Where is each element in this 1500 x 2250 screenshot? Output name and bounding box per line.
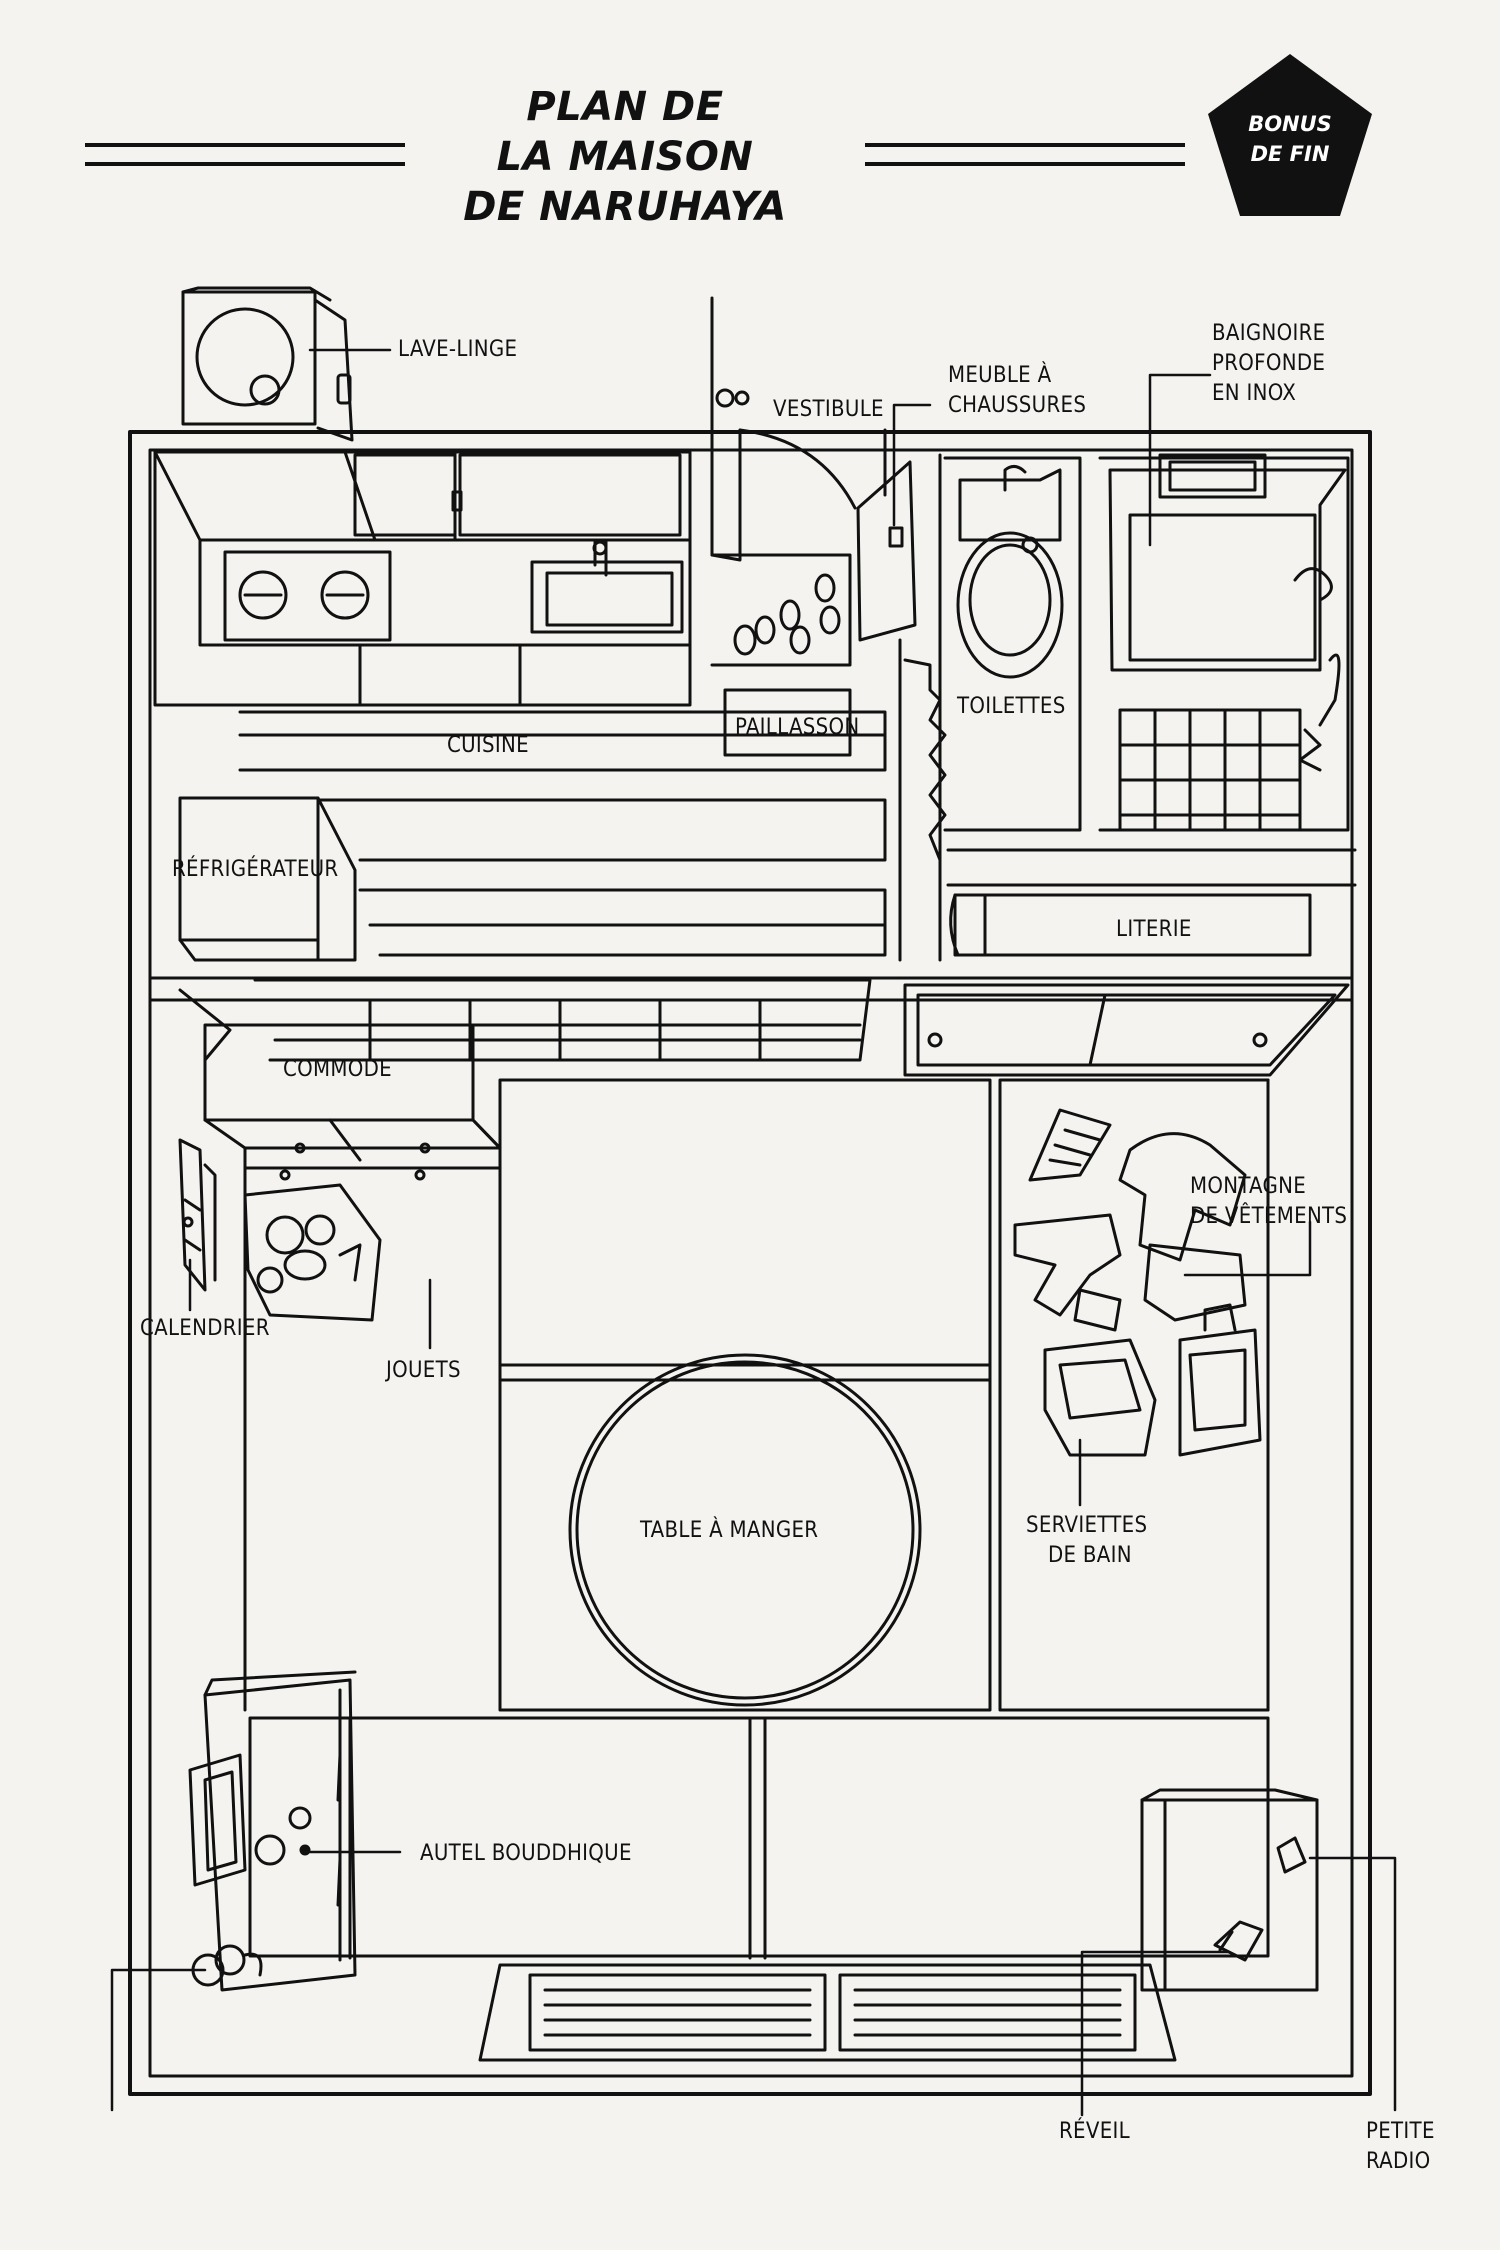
label-literie: LITERIE	[1116, 917, 1192, 942]
title-rule-left-top	[85, 143, 405, 147]
label-serviettes-line-2: DE BAIN	[1048, 1543, 1132, 1568]
label-table-a-manger: TABLE À MANGER	[640, 1518, 819, 1543]
bath-towels	[1043, 1303, 1262, 1457]
bottom-windows	[478, 1963, 1177, 2062]
bathroom	[1098, 453, 1350, 832]
label-calendrier: CALENDRIER	[140, 1316, 270, 1341]
page-title: PLAN DE LA MAISON DE NARUHAYA	[430, 82, 820, 232]
label-jouets: JOUETS	[386, 1358, 461, 1383]
label-baignoire-line-3: EN INOX	[1212, 381, 1297, 406]
bonus-badge: BONUS DE FIN	[1200, 48, 1380, 228]
label-petite-radio-line-2: RADIO	[1366, 2149, 1431, 2174]
label-baignoire-line-2: PROFONDE	[1212, 351, 1326, 376]
kitchen-floor	[238, 710, 887, 957]
toilet-room	[943, 456, 1082, 832]
refrigerator	[178, 796, 357, 962]
entrance	[710, 296, 857, 757]
label-petite-radio-line-1: PETITE	[1366, 2119, 1435, 2144]
label-refrigerateur: RÉFRIGÉRATEUR	[172, 857, 339, 882]
title-line-1: PLAN DE	[526, 84, 724, 130]
label-meuble-a-chaussures-line-1: MEUBLE À	[948, 363, 1052, 388]
label-reveil: RÉVEIL	[1059, 2119, 1130, 2144]
title-line-2: LA MAISON	[496, 134, 754, 180]
label-cuisine: CUISINE	[447, 733, 529, 758]
label-autel-bouddhique: AUTEL BOUDDHIQUE	[420, 1841, 632, 1866]
pentagon-icon	[1208, 54, 1372, 216]
label-toilettes: TOILETTES	[957, 694, 1066, 719]
leader-lines	[110, 348, 1397, 2117]
buddhist-altar	[188, 1670, 357, 1992]
label-baignoire-line-1: BAIGNOIRE	[1212, 321, 1326, 346]
badge-line-1: BONUS	[1248, 112, 1332, 136]
divider-wall	[898, 453, 947, 962]
chest-of-drawers	[203, 1023, 502, 1181]
label-lave-linge: LAVE-LINGE	[398, 337, 518, 362]
badge-line-2: DE FIN	[1250, 142, 1330, 166]
label-vestibule: VESTIBULE	[773, 397, 884, 422]
calendar	[178, 1138, 217, 1292]
label-montagne-line-2: DE VÊTEMENTS	[1190, 1204, 1348, 1229]
label-paillasson: PAILLASSON	[735, 715, 860, 740]
dining-table	[568, 1353, 922, 1707]
title-rule-right-top	[865, 143, 1185, 147]
bedding-storage	[946, 848, 1357, 957]
washing-machine	[181, 286, 354, 442]
label-serviettes-line-1: SERVIETTES	[1026, 1513, 1148, 1538]
low-cabinet	[1140, 1788, 1319, 1992]
label-montagne-line-1: MONTAGNE	[1190, 1174, 1307, 1199]
kitchen-counter	[153, 450, 692, 707]
label-meuble-a-chaussures-line-2: CHAUSSURES	[948, 393, 1087, 418]
title-rule-left-bottom	[85, 162, 405, 166]
clothes-pile	[1013, 1108, 1247, 1332]
title-line-3: DE NARUHAYA	[463, 184, 787, 230]
title-rule-right-bottom	[865, 162, 1185, 166]
toy-box	[243, 1183, 382, 1322]
shoe-cabinet	[856, 428, 917, 642]
label-commode: COMMODE	[283, 1057, 392, 1082]
